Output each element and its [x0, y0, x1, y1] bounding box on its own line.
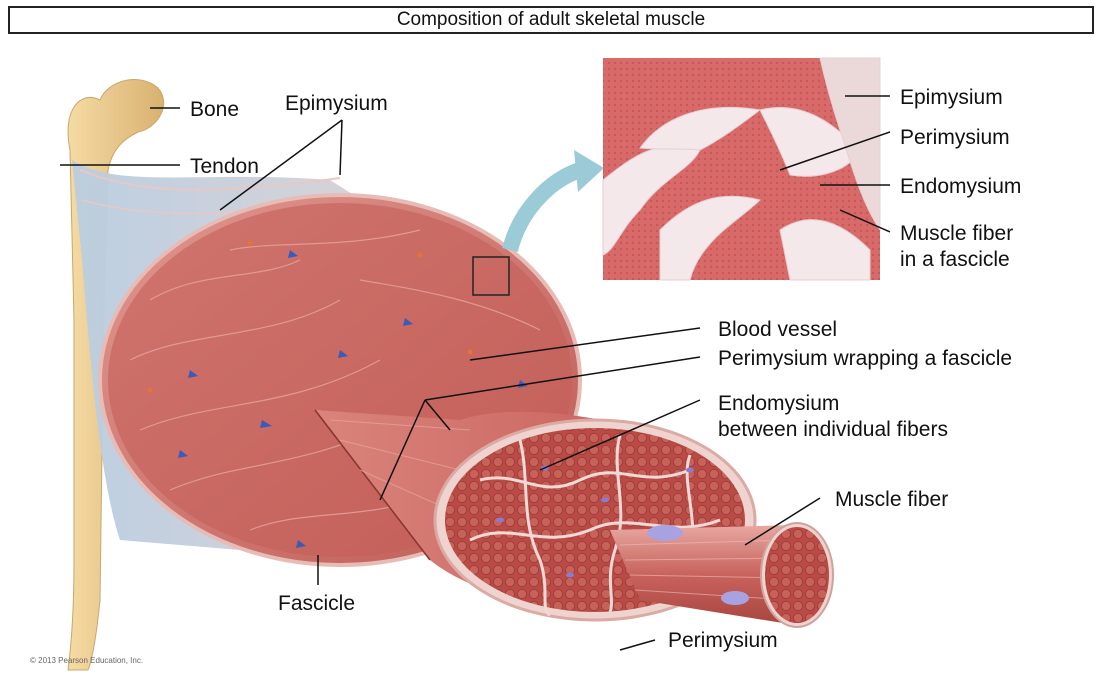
label-bone: Bone: [190, 98, 239, 121]
label-micro-epimysium: Epimysium: [900, 86, 1003, 109]
label-fascicle: Fascicle: [278, 592, 355, 615]
label-muscle-fiber: Muscle fiber: [835, 488, 948, 511]
label-tendon: Tendon: [190, 155, 259, 178]
label-micro-perimysium: Perimysium: [900, 126, 1010, 149]
label-perimysium-wrapping: Perimysium wrapping a fascicle: [718, 347, 1012, 370]
label-micro-fiber-line1: Muscle fiber: [900, 222, 1013, 245]
label-epimysium: Epimysium: [285, 92, 388, 115]
copyright-notice: © 2013 Pearson Education, Inc.: [30, 656, 143, 665]
micrograph-inset: [603, 58, 880, 280]
label-micro-endomysium: Endomysium: [900, 175, 1021, 198]
label-blood-vessel: Blood vessel: [718, 318, 837, 341]
label-perimysium-bottom: Perimysium: [668, 629, 778, 652]
label-endomysium-line2: between individual fibers: [718, 418, 948, 441]
label-endomysium-line1: Endomysium: [718, 392, 839, 415]
label-micro-fiber-line2: in a fascicle: [900, 248, 1010, 271]
